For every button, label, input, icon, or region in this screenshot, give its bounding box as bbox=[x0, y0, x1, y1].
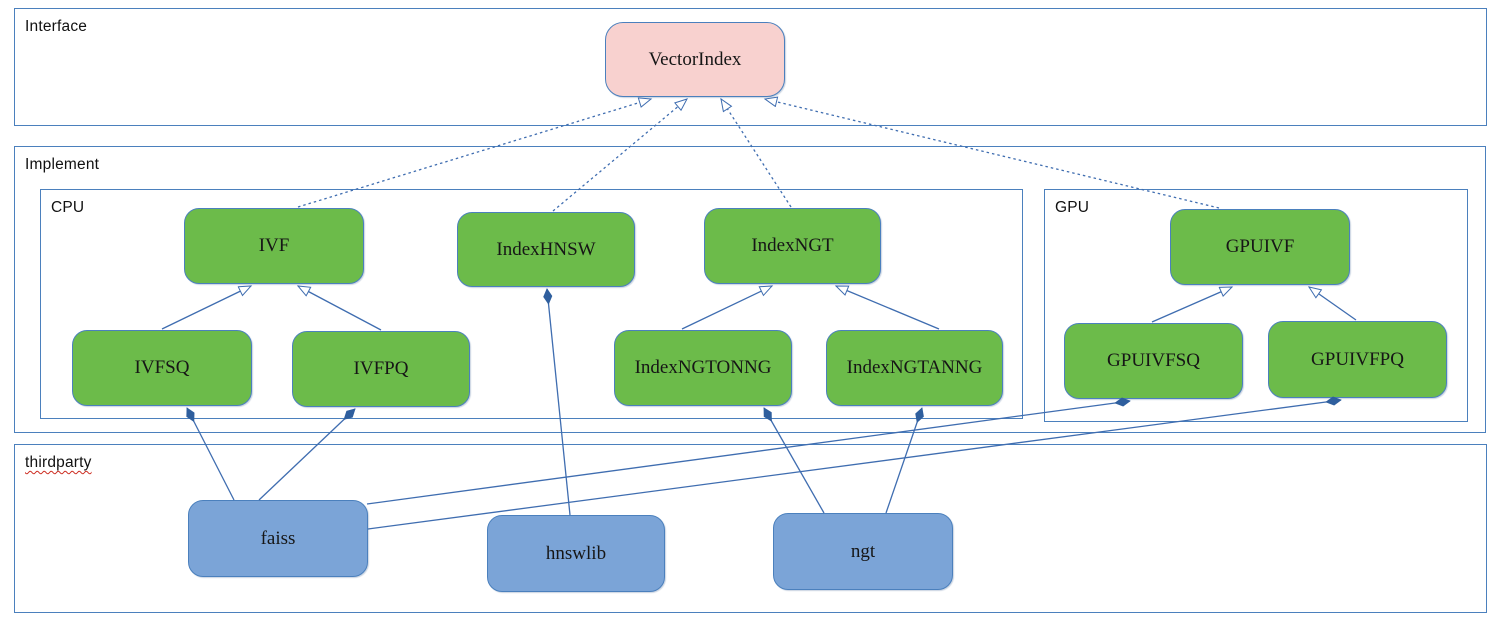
group-thirdparty-label: thirdparty bbox=[25, 454, 92, 471]
node-gpuivfpq[interactable]: GPUIVFPQ bbox=[1268, 321, 1447, 398]
group-gpu-label: GPU bbox=[1055, 199, 1090, 216]
node-gpuivf[interactable]: GPUIVF bbox=[1170, 209, 1350, 285]
node-gpuivfsq[interactable]: GPUIVFSQ bbox=[1064, 323, 1243, 399]
node-faiss[interactable]: faiss bbox=[188, 500, 368, 577]
node-hnswlib[interactable]: hnswlib bbox=[487, 515, 665, 592]
node-vectorindex[interactable]: VectorIndex bbox=[605, 22, 785, 97]
node-indexngtonng[interactable]: IndexNGTONNG bbox=[614, 330, 792, 406]
group-cpu-label: CPU bbox=[51, 199, 85, 216]
node-ivf[interactable]: IVF bbox=[184, 208, 364, 284]
group-implement-label: Implement bbox=[25, 156, 100, 173]
group-interface-label: Interface bbox=[25, 18, 88, 35]
node-ivfsq[interactable]: IVFSQ bbox=[72, 330, 252, 406]
node-indexhnsw[interactable]: IndexHNSW bbox=[457, 212, 635, 287]
node-indexngtanng[interactable]: IndexNGTANNG bbox=[826, 330, 1003, 406]
node-indexngt[interactable]: IndexNGT bbox=[704, 208, 881, 284]
node-ivfpq[interactable]: IVFPQ bbox=[292, 331, 470, 407]
node-ngt[interactable]: ngt bbox=[773, 513, 953, 590]
